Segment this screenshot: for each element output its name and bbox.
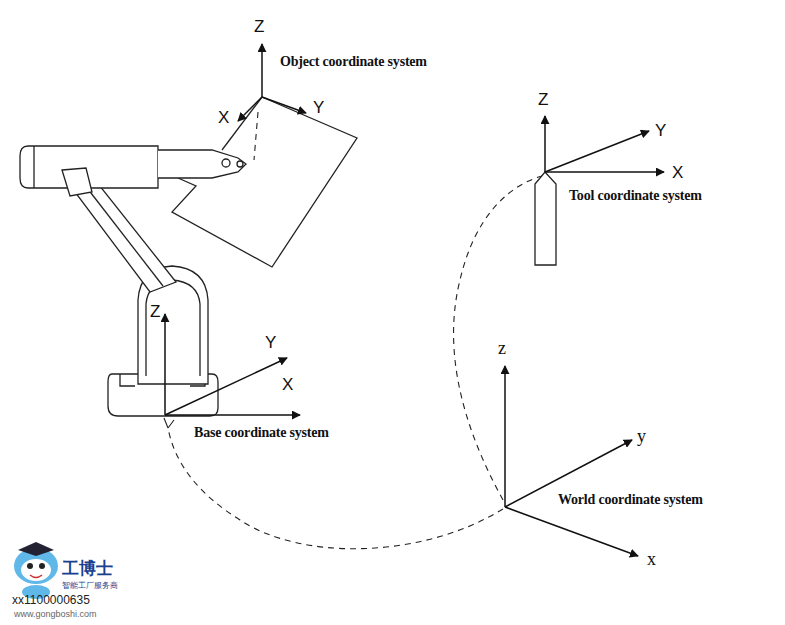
system-caption: Object coordinate system <box>280 55 427 69</box>
axis-label: Z <box>538 91 548 108</box>
axis-label: z <box>498 339 506 357</box>
axis-label: Y <box>265 334 276 351</box>
watermark: xx1100000635 <box>12 594 90 606</box>
watermark: 工博士 <box>62 560 113 577</box>
axis-label: x <box>647 550 656 568</box>
system-caption: World coordinate system <box>558 493 703 507</box>
axis-label: y <box>637 427 646 445</box>
axis-label: Z <box>150 303 160 320</box>
axis-label: Y <box>313 99 324 116</box>
axis-label: Y <box>655 122 666 139</box>
axis-label: X <box>282 376 293 393</box>
system-caption: Base coordinate system <box>194 426 329 440</box>
axis-label: X <box>672 164 683 181</box>
watermark: www.gongboshi.com <box>14 610 97 619</box>
axis-label: X <box>218 109 229 126</box>
system-caption: Tool coordinate system <box>569 189 702 203</box>
axis-label: Z <box>254 18 264 35</box>
watermark: 智能工厂服务商 <box>62 582 118 590</box>
